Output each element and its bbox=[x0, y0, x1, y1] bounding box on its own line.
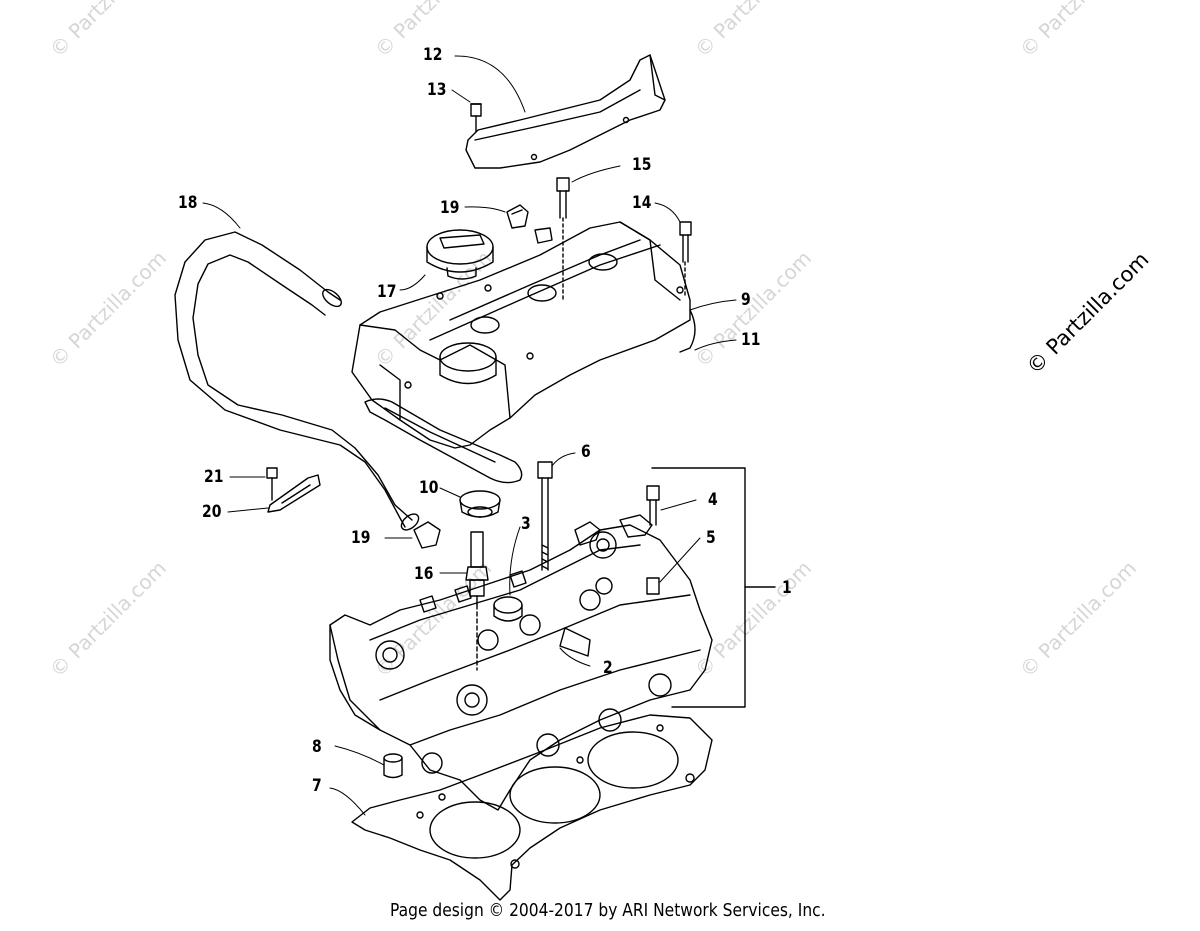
part-1-cylinder-head bbox=[330, 515, 712, 810]
part-10-seal bbox=[460, 491, 500, 517]
callout-4: 4 bbox=[708, 490, 718, 510]
callout-14: 14 bbox=[632, 193, 652, 213]
leader-lines bbox=[203, 56, 736, 815]
callout-1: 1 bbox=[782, 578, 792, 598]
part-13-bolt bbox=[471, 104, 481, 132]
part-15-bolt bbox=[557, 178, 569, 300]
callout-11: 11 bbox=[741, 330, 761, 350]
callout-20: 20 bbox=[202, 502, 222, 522]
callout-5: 5 bbox=[706, 528, 716, 548]
part-7-head-gasket bbox=[352, 715, 712, 900]
part-9-valve-cover bbox=[352, 222, 690, 448]
part-16-spark-plug bbox=[466, 532, 488, 670]
part-19-clamp-lower bbox=[414, 522, 440, 548]
part-21-bolt bbox=[267, 468, 277, 500]
callout-3: 3 bbox=[521, 514, 531, 534]
callout-8: 8 bbox=[312, 737, 322, 757]
part-19-clamp-upper bbox=[507, 205, 528, 228]
callout-16: 16 bbox=[414, 564, 434, 584]
callout-10: 10 bbox=[419, 478, 439, 498]
copyright-footer: Page design © 2004-2017 by ARI Network S… bbox=[390, 900, 826, 921]
part-11-gasket bbox=[365, 310, 695, 483]
callout-21: 21 bbox=[204, 467, 224, 487]
part-17-oil-cap bbox=[427, 230, 493, 279]
part-5-dowel bbox=[647, 578, 659, 594]
part-18-hose bbox=[175, 232, 422, 533]
callout-19-lower: 19 bbox=[351, 528, 371, 548]
callout-19-upper: 19 bbox=[440, 198, 460, 218]
callout-2: 2 bbox=[603, 658, 613, 678]
callout-15: 15 bbox=[632, 155, 652, 175]
part-4-bolt bbox=[647, 486, 659, 525]
part-20-bracket bbox=[268, 475, 320, 512]
part-8-dowel bbox=[384, 754, 402, 778]
callout-9: 9 bbox=[741, 290, 751, 310]
part-1-bracket bbox=[652, 468, 775, 707]
part-12-cover bbox=[466, 55, 665, 168]
callout-6: 6 bbox=[581, 442, 591, 462]
callout-13: 13 bbox=[427, 80, 447, 100]
callout-17: 17 bbox=[377, 282, 397, 302]
callout-7: 7 bbox=[312, 776, 322, 796]
part-3-seal bbox=[494, 597, 522, 621]
part-6-bolt bbox=[538, 462, 552, 570]
callout-18: 18 bbox=[178, 193, 198, 213]
part-14-bolt bbox=[680, 222, 691, 295]
callout-12: 12 bbox=[423, 45, 443, 65]
